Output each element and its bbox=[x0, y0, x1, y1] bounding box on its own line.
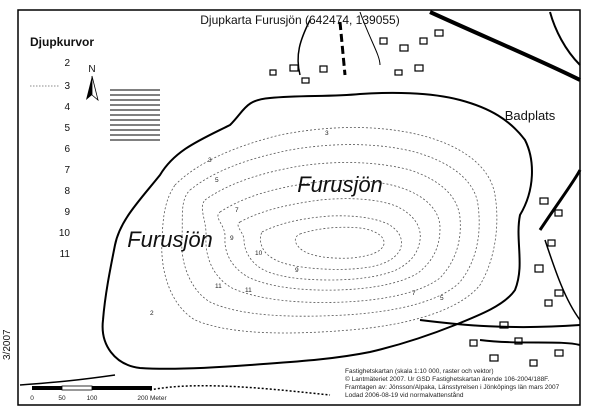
legend-entries: 2 3 4 5 6 7 8 9 10 11 bbox=[30, 58, 70, 260]
credit-line: Fastighetskartan (skala 1:10 000, raster… bbox=[345, 368, 494, 375]
contour-label: 5 bbox=[215, 177, 219, 184]
depth-contours bbox=[161, 127, 498, 334]
land-hatching bbox=[110, 89, 160, 141]
contour-label: 7 bbox=[235, 207, 239, 214]
place-label-badplats: Badplats bbox=[505, 108, 556, 123]
scale-label: 100 bbox=[87, 395, 98, 402]
legend-depth-label: 2 bbox=[64, 58, 70, 69]
contour-labels: 3 5 7 9 10 11 11 9 7 5 3 2 bbox=[150, 130, 444, 317]
map-title: Djupkarta Furusjön (642474, 139055) bbox=[200, 13, 399, 27]
legend-depth-label: 8 bbox=[64, 186, 70, 197]
legend-depth-label: 7 bbox=[64, 165, 70, 176]
credit-line: Framtagen av: Jönsson/Alpaka, Länsstyrel… bbox=[345, 384, 560, 391]
legend: Djupkurvor 2 3 4 5 6 7 8 9 10 11 bbox=[30, 35, 94, 260]
legend-depth-label: 6 bbox=[64, 144, 70, 155]
contour-label: 5 bbox=[440, 295, 444, 302]
contour-label: 3 bbox=[325, 130, 329, 137]
legend-depth-label: 10 bbox=[59, 228, 71, 239]
legend-depth-label: 3 bbox=[64, 81, 70, 92]
contour-label: 3 bbox=[208, 157, 212, 164]
contour-label: 10 bbox=[255, 250, 263, 257]
contour-label: 11 bbox=[245, 287, 252, 294]
scale-label: 0 bbox=[30, 395, 34, 402]
credits-block: Fastighetskartan (skala 1:10 000, raster… bbox=[345, 368, 560, 399]
legend-title: Djupkurvor bbox=[30, 35, 94, 49]
legend-depth-label: 9 bbox=[64, 207, 70, 218]
legend-depth-label: 5 bbox=[64, 123, 70, 134]
credit-line: © Lantmäteriet 2007. Ur GSD Fastighetska… bbox=[345, 375, 549, 383]
lake-shoreline bbox=[101, 91, 533, 370]
north-label: N bbox=[88, 64, 95, 75]
lake-label-center: Furusjön bbox=[297, 172, 383, 197]
contour-label: 7 bbox=[412, 290, 416, 297]
buildings bbox=[269, 29, 564, 367]
contour-label: 9 bbox=[295, 267, 299, 274]
credit-line: Lodad 2006-08-19 vid normalvattenstånd bbox=[345, 391, 464, 399]
lake-label-west: Furusjön bbox=[127, 227, 213, 252]
legend-depth-label: 4 bbox=[64, 102, 70, 113]
legend-entry-3: 3 bbox=[30, 81, 70, 92]
margin-note: 3/2007 bbox=[2, 329, 13, 360]
scale-label: 50 bbox=[58, 395, 66, 402]
scale-label: 200 Meter bbox=[137, 395, 167, 402]
scale-bar: 0 50 100 200 Meter bbox=[30, 385, 167, 402]
north-arrow-icon: N bbox=[86, 64, 99, 102]
contour-label: 9 bbox=[230, 235, 234, 242]
contour-label: 11 bbox=[215, 283, 222, 290]
legend-entry-2: 2 bbox=[64, 58, 70, 69]
contour-label: 2 bbox=[150, 310, 154, 317]
roads bbox=[19, 10, 582, 396]
legend-depth-label: 11 bbox=[60, 249, 71, 260]
